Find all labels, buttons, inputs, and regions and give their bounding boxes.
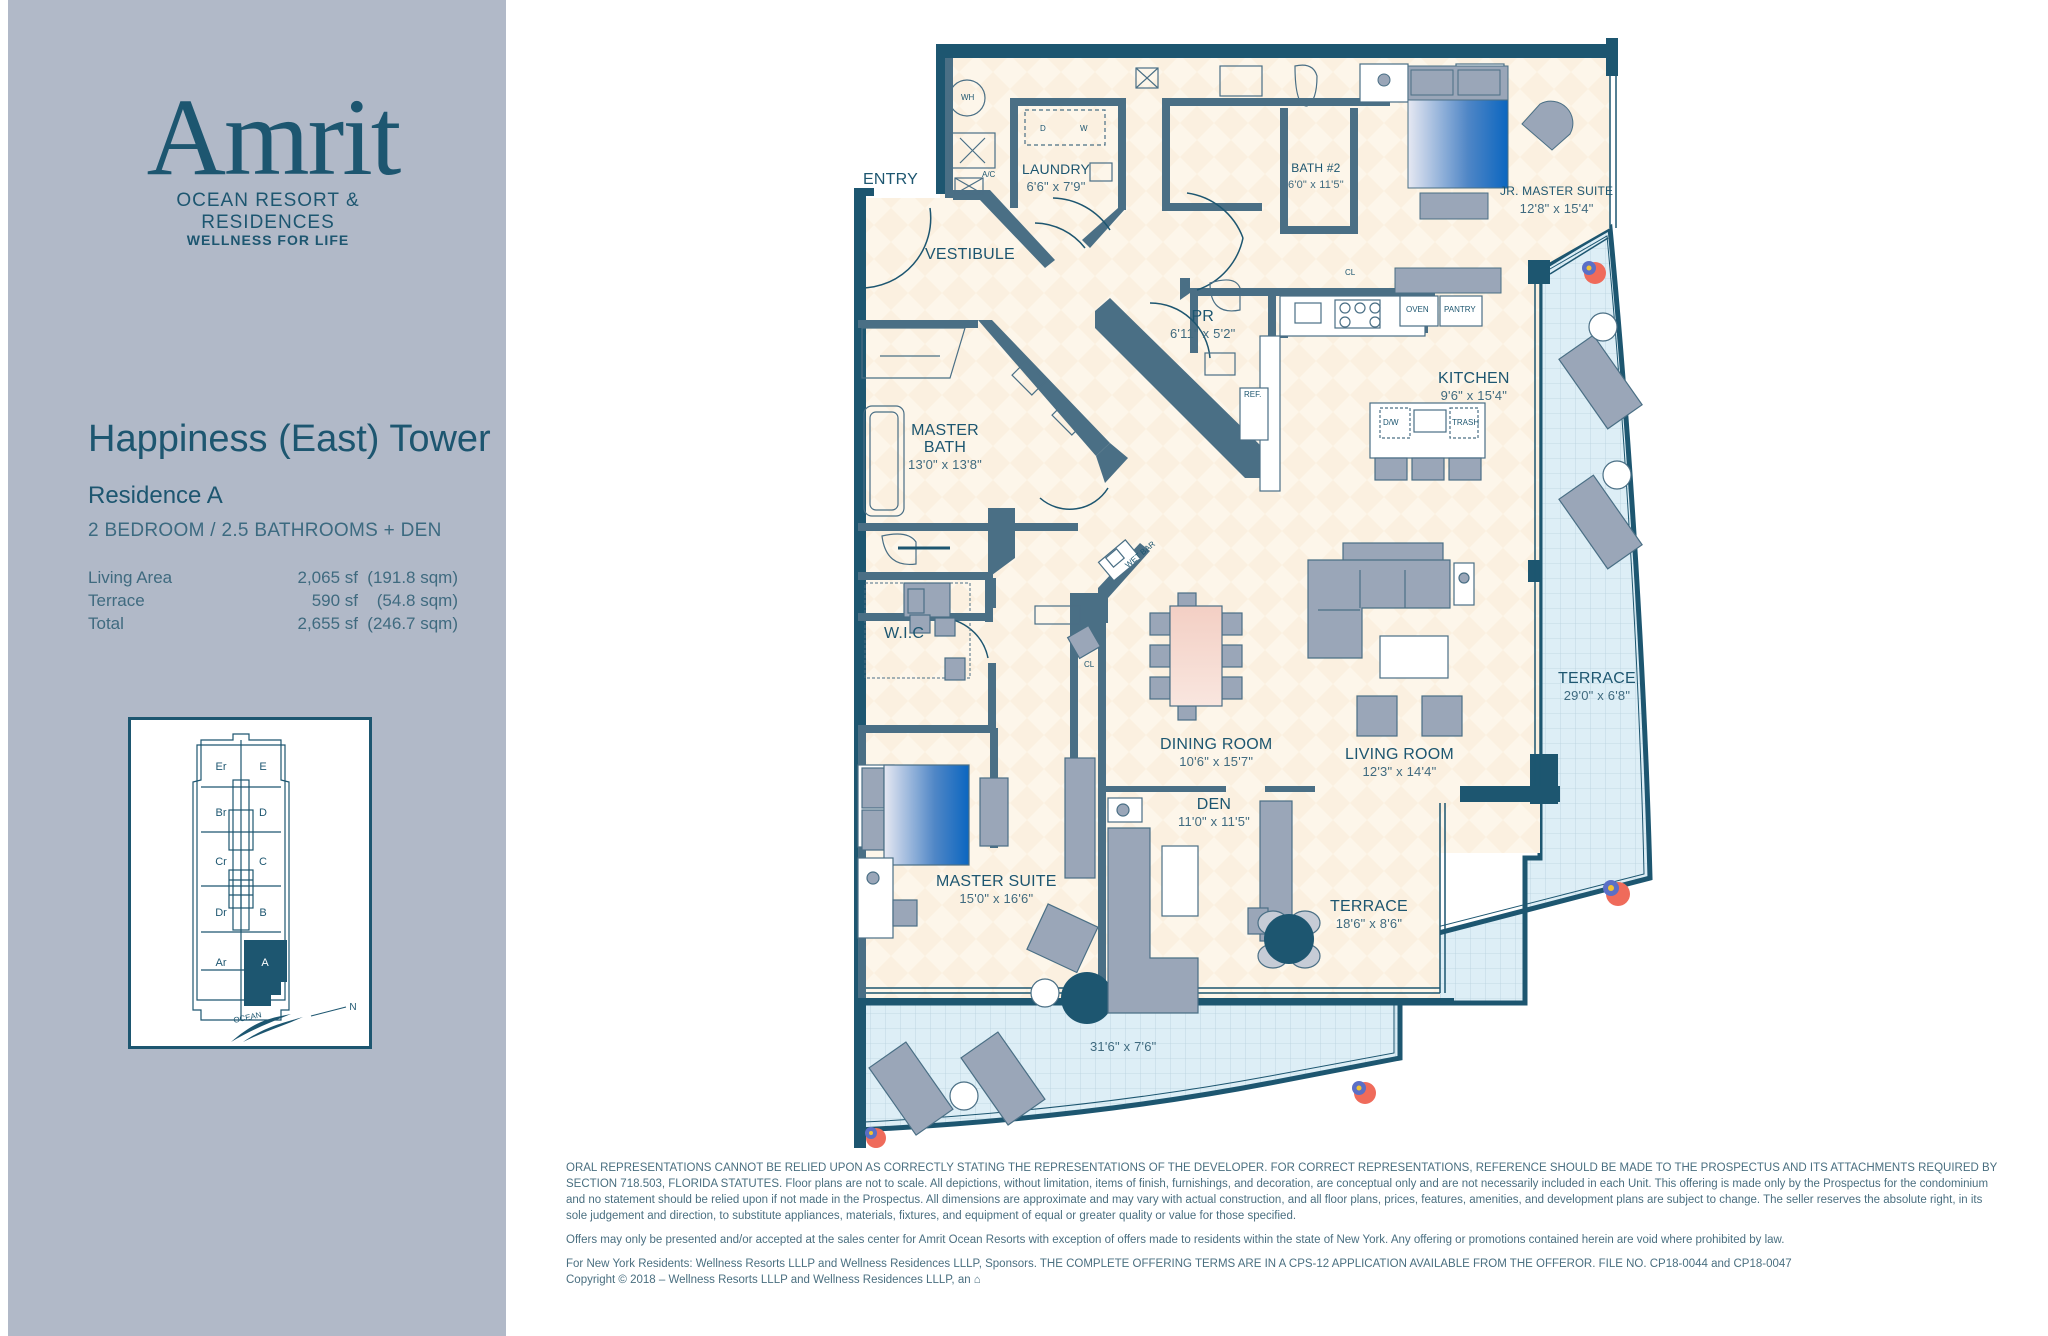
north-label: N xyxy=(349,1002,356,1013)
key-plan: Er E Br D Cr C Dr B Ar A OCEAN N xyxy=(128,717,372,1049)
room-label-laundry: LAUNDRY 6'6" x 7'9" xyxy=(1022,161,1091,194)
room-label-dining-room: DINING ROOM 10'6" x 15'7" xyxy=(1160,736,1273,769)
column-icon xyxy=(1061,972,1113,1024)
master-suite-furniture xyxy=(857,757,1099,1008)
area-sf: 2,655 sf xyxy=(297,614,359,633)
keyplan-unit-e: E xyxy=(259,761,266,773)
label-closet-pr: CL xyxy=(1345,268,1356,277)
label-dryer: D xyxy=(1040,124,1046,133)
kitchen-fixtures xyxy=(1239,295,1486,492)
label-oven: OVEN xyxy=(1406,305,1429,314)
area-sqm: (191.8 sqm) xyxy=(367,568,458,587)
area-row-total: Total 2,655 sf (246.7 sqm) xyxy=(88,612,458,635)
floor-plan-drawing xyxy=(854,38,1653,1148)
label-pantry: PANTRY xyxy=(1444,305,1476,314)
room-label-terrace-south: TERRACE 18'6" x 8'6" xyxy=(1330,898,1408,931)
disclaimer-para-3: For New York Residents: Wellness Resorts… xyxy=(566,1258,1792,1270)
legal-disclaimer: ORAL REPRESENTATIONS CANNOT BE RELIED UP… xyxy=(566,1160,2006,1288)
area-row-terrace: Terrace 590 sf (54.8 sqm) xyxy=(88,589,458,612)
keyplan-unit-a: A xyxy=(261,957,269,969)
area-row-living: Living Area 2,065 sf (191.8 sqm) xyxy=(88,566,458,589)
label-washer: W xyxy=(1080,124,1088,133)
label-water-heater: WH xyxy=(961,93,975,102)
keyplan-unit-cr: Cr xyxy=(215,856,227,868)
label-ac: A/C xyxy=(982,170,996,179)
dining-set xyxy=(903,582,1102,681)
label-closet-den: CL xyxy=(1084,660,1095,669)
room-label-living-room: LIVING ROOM 12'3" x 14'4" xyxy=(1345,746,1454,779)
flower-icon xyxy=(865,261,1630,1148)
label-refrigerator: REF. xyxy=(1244,390,1262,399)
brand-tagline: WELLNESS FOR LIFE xyxy=(186,232,350,248)
residence-type: 2 BEDROOM / 2.5 BATHROOMS + DEN xyxy=(88,520,442,541)
room-label-entry: ENTRY xyxy=(863,171,918,188)
ocean-label: OCEAN xyxy=(233,1010,263,1025)
area-sf: 2,065 sf xyxy=(297,568,359,587)
room-label-vestibule: VESTIBULE xyxy=(925,246,1015,263)
keyplan-unit-ar: Ar xyxy=(216,957,227,969)
keyplan-unit-br: Br xyxy=(216,807,227,819)
area-sf: 590 sf xyxy=(311,591,358,610)
area-sqm: (246.7 sqm) xyxy=(367,614,458,633)
room-label-pr: PR 6'11" x 5'2" xyxy=(1170,308,1236,341)
info-sidebar: Amrit OCEAN RESORT & RESIDENCES WELLNESS… xyxy=(8,0,506,1336)
room-label-bath2: BATH #2 6'0" x 11'5" xyxy=(1288,161,1344,191)
north-arrow-icon xyxy=(310,1006,347,1017)
keyplan-unit-b: B xyxy=(259,907,266,919)
disclaimer-copyright: Copyright © 2018 – Wellness Resorts LLLP… xyxy=(566,1274,981,1286)
floor-plan: ENTRY VESTIBULE LAUNDRY 6'6" x 7'9" BATH… xyxy=(840,38,1670,1148)
jr-master-furniture xyxy=(1359,63,1574,294)
room-label-jr-master-suite: JR. MASTER SUITE 12'8" x 15'4" xyxy=(1500,184,1614,216)
building-keyplan-icon: Er E Br D Cr C Dr B Ar A OCEAN N xyxy=(192,733,357,1042)
disclaimer-para-2: Offers may only be presented and/or acce… xyxy=(566,1234,1785,1246)
label-trash: TRASH xyxy=(1452,418,1480,427)
area-label: Total xyxy=(88,614,124,633)
area-label: Living Area xyxy=(88,568,173,587)
room-label-wic: W.I.C xyxy=(884,625,925,642)
keyplan-unit-c: C xyxy=(259,856,267,868)
room-label-kitchen: KITCHEN 9'6" x 15'4" xyxy=(1438,370,1510,403)
brand-subtitle: OCEAN RESORT & RESIDENCES xyxy=(176,190,360,233)
area-sqm: (54.8 sqm) xyxy=(376,591,458,610)
area-label: Terrace xyxy=(88,591,145,610)
keyplan-unit-er: Er xyxy=(216,761,227,773)
keyplan-unit-dr: Dr xyxy=(215,907,227,919)
room-label-terrace-east: TERRACE 29'0" x 6'8" xyxy=(1558,670,1636,703)
terrace-furniture xyxy=(868,312,1643,1136)
area-table: Living Area 2,065 sf (191.8 sqm) Terrace… xyxy=(88,566,458,635)
living-set xyxy=(1307,542,1475,737)
tower-title: Happiness (East) Tower xyxy=(88,418,491,460)
keyplan-unit-d: D xyxy=(259,807,267,819)
room-label-den: DEN 11'0" x 11'5" xyxy=(1178,796,1250,829)
brand-logo: Amrit xyxy=(146,76,402,198)
disclaimer-para-1: ORAL REPRESENTATIONS CANNOT BE RELIED UP… xyxy=(566,1162,1998,1222)
label-dishwasher: D/W xyxy=(1383,418,1399,427)
room-label-master-suite: MASTER SUITE 15'0" x 16'6" xyxy=(936,873,1057,906)
room-label-master-bath: MASTER BATH 13'0" x 13'8" xyxy=(908,422,982,472)
room-label-terrace-west: 31'6" x 7'6" xyxy=(1090,1039,1157,1054)
residence-name: Residence A xyxy=(88,482,223,509)
